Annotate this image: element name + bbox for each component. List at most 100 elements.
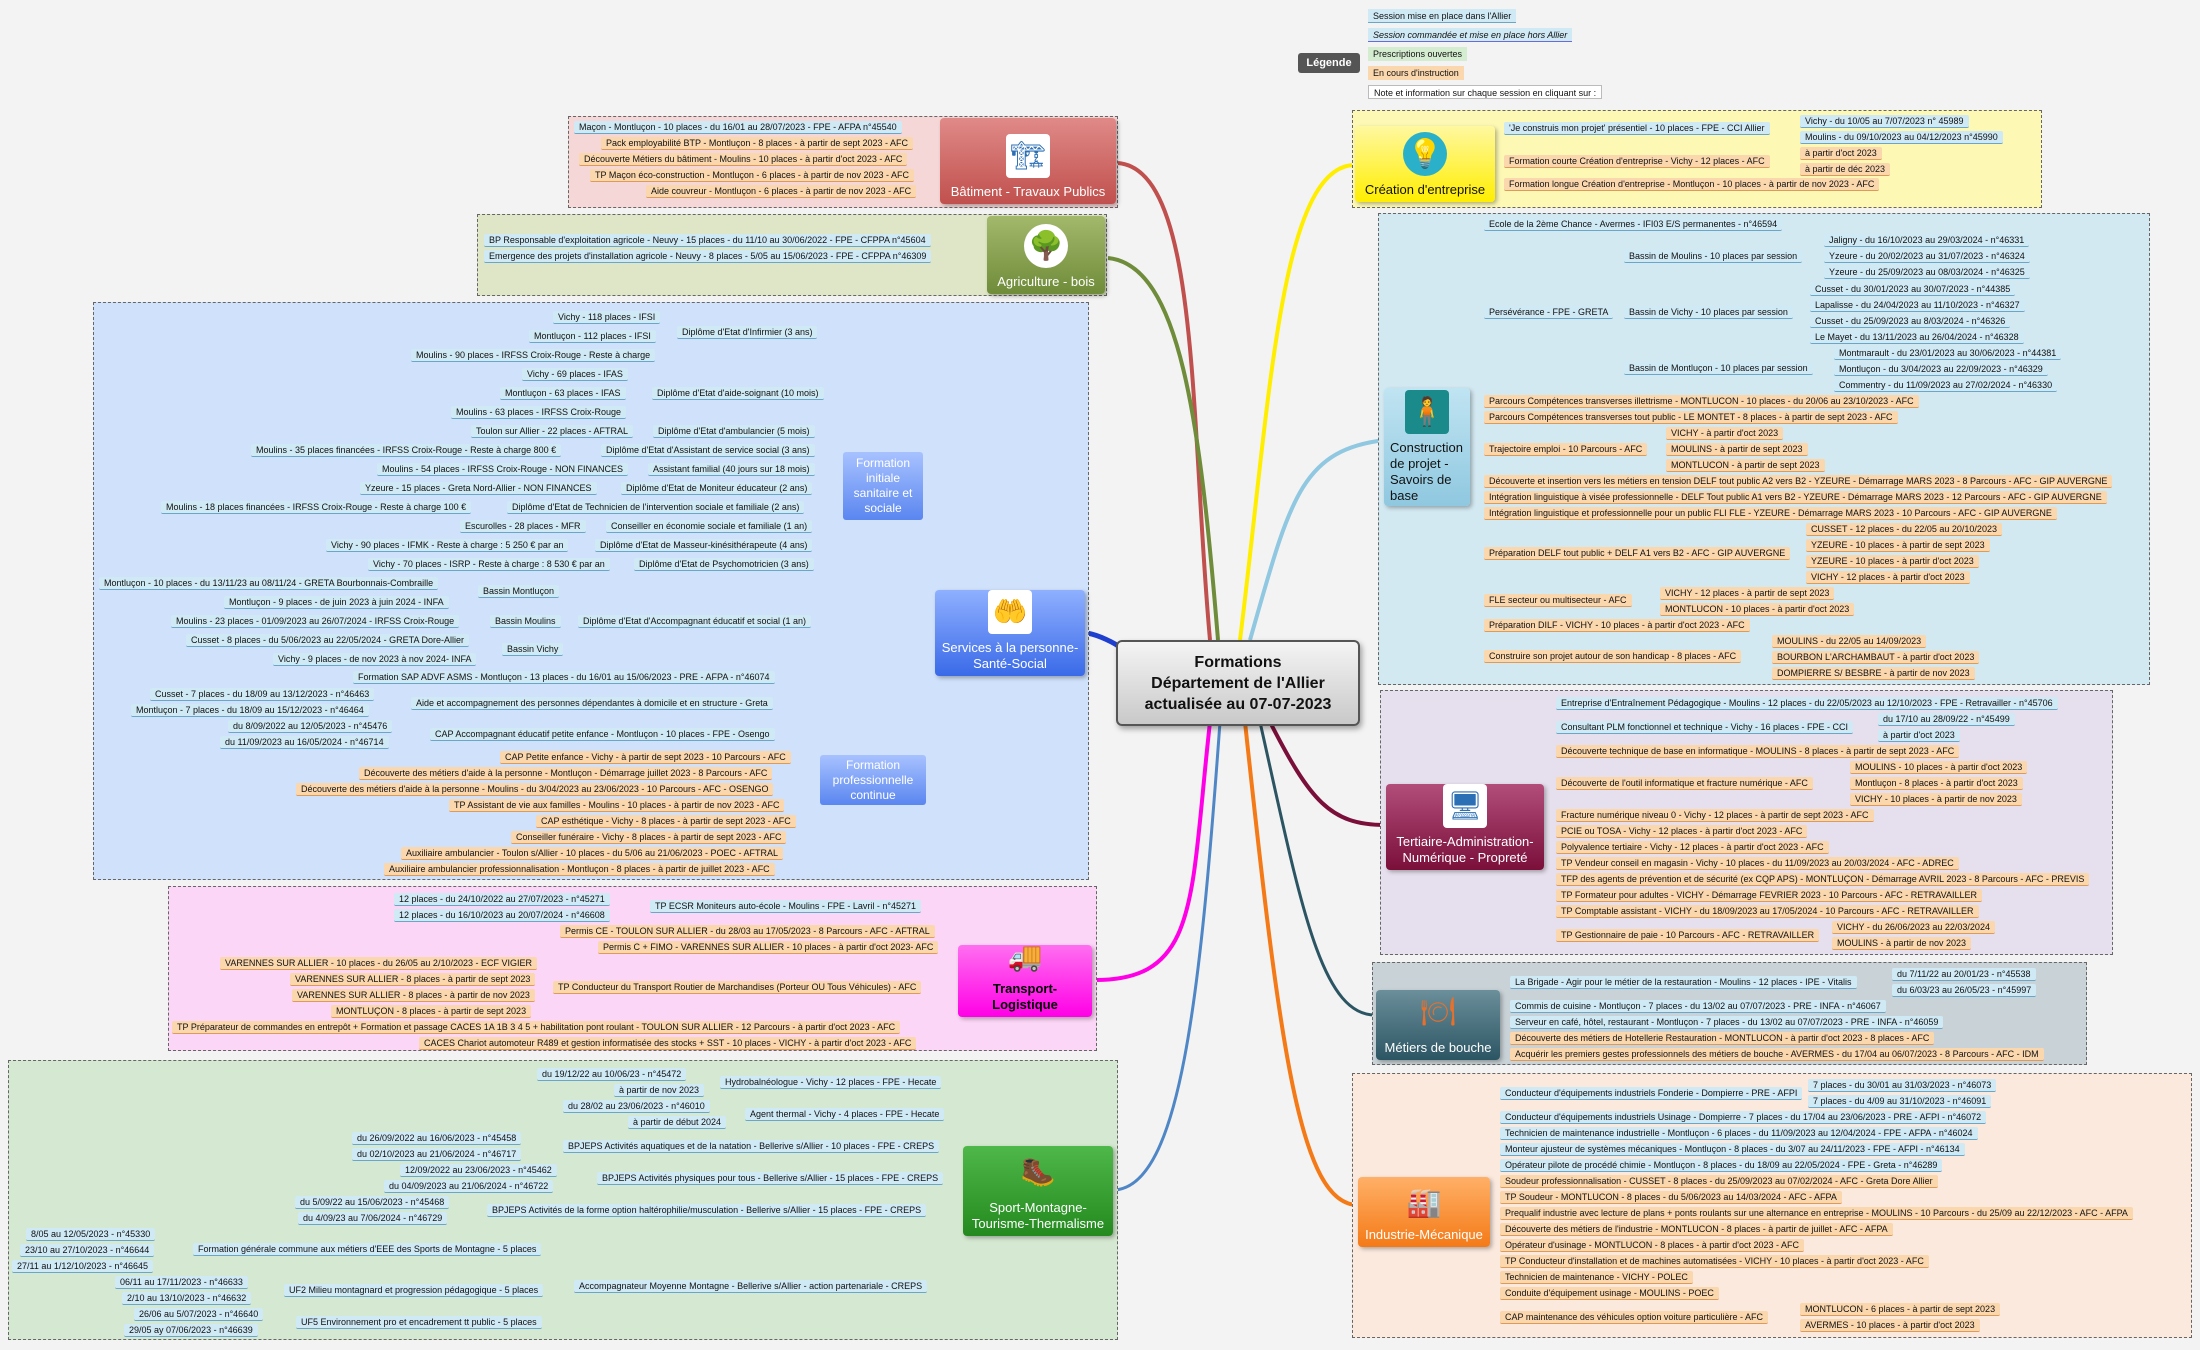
list-item[interactable]: Le Mayet - du 13/11/2023 au 26/04/2024 -… — [1810, 331, 2024, 344]
topic-batiment[interactable]: 🏗 Bâtiment - Travaux Publics — [940, 118, 1116, 204]
list-item[interactable]: Commis de cuisine - Montluçon - 7 places… — [1510, 1000, 1886, 1013]
list-item[interactable]: VARENNES SUR ALLIER - 8 places - à parti… — [292, 989, 535, 1002]
list-item[interactable]: CAP Petite enfance - Vichy - à partir de… — [500, 751, 791, 764]
list-item[interactable]: MOULINS - 10 places - à partir d'oct 202… — [1850, 761, 2028, 774]
list-item[interactable]: BPJEPS Activités aquatiques et de la nat… — [563, 1140, 940, 1153]
list-item[interactable]: Diplôme d'Etat d'ambulancier (5 mois) — [653, 425, 815, 438]
list-item[interactable]: Parcours Compétences transverses illettr… — [1484, 395, 1919, 408]
list-item[interactable]: TFP des agents de prévention et de sécur… — [1556, 873, 2090, 886]
list-item[interactable]: BPJEPS Activités physiques pour tous - B… — [597, 1172, 944, 1185]
list-item[interactable]: Auxiliaire ambulancier - Toulon s/Allier… — [401, 847, 784, 860]
list-item[interactable]: Conducteur d'équipements industriels Fon… — [1500, 1087, 1803, 1100]
topic-services[interactable]: 🤲 Services à la personne-Santé-Social — [935, 590, 1085, 676]
list-item[interactable]: Bassin Montluçon — [478, 585, 560, 598]
list-item[interactable]: 'Je construis mon projet' présentiel - 1… — [1504, 122, 1770, 135]
topic-creation[interactable]: 💡 Création d'entreprise — [1355, 126, 1495, 202]
topic-construction[interactable]: 🧍 Construction de projet - Savoirs de ba… — [1384, 388, 1470, 506]
list-item[interactable]: VICHY - 10 places - à partir de nov 2023 — [1850, 793, 2022, 806]
list-item[interactable]: Soudeur professionnalisation - CUSSET - … — [1500, 1175, 1938, 1188]
list-item[interactable]: Vichy - 9 places - de nov 2023 à nov 202… — [273, 653, 477, 666]
list-item[interactable]: Découverte Métiers du bâtiment - Moulins… — [579, 153, 908, 166]
list-item[interactable]: TP Conducteur d'installation et de machi… — [1500, 1255, 1929, 1268]
list-item[interactable]: TP Comptable assistant - VICHY - du 18/0… — [1556, 905, 1979, 918]
list-item[interactable]: du 02/10/2023 au 21/06/2024 - n°46717 — [352, 1148, 522, 1161]
list-item[interactable]: TP Vendeur conseil en magasin - Vichy - … — [1556, 857, 1959, 870]
list-item[interactable]: MOULINS - à partir de nov 2023 — [1832, 937, 1972, 950]
list-item[interactable]: du 7/11/22 au 20/01/23 - n°45538 — [1892, 968, 2036, 981]
list-item[interactable]: VICHY - 12 places - à partir d'oct 2023 — [1806, 571, 1970, 584]
list-item[interactable]: MONTLUCON - 6 places - à partir de sept … — [1800, 1303, 2001, 1316]
list-item[interactable]: Diplôme d'Etat d'Infirmier (3 ans) — [677, 326, 818, 339]
list-item[interactable]: Découverte des métiers d'aide à la perso… — [296, 783, 774, 796]
list-item[interactable]: VICHY - 12 places - à partir de sept 202… — [1660, 587, 1835, 600]
list-item[interactable]: Yzeure - du 20/02/2023 au 31/07/2023 - n… — [1824, 250, 2030, 263]
topic-bouche[interactable]: 🍽 Métiers de bouche — [1376, 990, 1500, 1060]
list-item[interactable]: MONTLUCON - à partir de sept 2023 — [1666, 459, 1825, 472]
list-item[interactable]: Découverte des métiers de Hotellerie Res… — [1510, 1032, 1935, 1045]
list-item[interactable]: Montluçon - 10 places - du 13/11/23 au 0… — [99, 577, 439, 590]
list-item[interactable]: Persévérance - FPE - GRETA — [1484, 306, 1614, 319]
list-item[interactable]: BOURBON L'ARCHAMBAUT - à partir d'oct 20… — [1772, 651, 1980, 664]
list-item[interactable]: Découverte de l'outil informatique et fr… — [1556, 777, 1813, 790]
list-item[interactable]: Vichy - 118 places - IFSI — [553, 311, 661, 324]
list-item[interactable]: MONTLUÇON - 8 places - à partir de sept … — [331, 1005, 532, 1018]
list-item[interactable]: Intégration linguistique à visée profess… — [1484, 491, 2107, 504]
list-item[interactable]: 12 places - du 24/10/2022 au 27/07/2023 … — [394, 893, 610, 906]
list-item[interactable]: UF2 Milieu montagnard et progression péd… — [284, 1284, 544, 1297]
list-item[interactable]: TP Préparateur de commandes en entrepôt … — [172, 1021, 901, 1034]
list-item[interactable]: 29/05 ay 07/06/2023 - n°46639 — [124, 1324, 258, 1337]
list-item[interactable]: Montluçon - 112 places - IFSI — [529, 330, 656, 343]
list-item[interactable]: TP Gestionnaire de paie - 10 Parcours - … — [1556, 929, 1820, 942]
list-item[interactable]: MOULINS - du 22/05 au 14/09/2023 — [1772, 635, 1927, 648]
list-item[interactable]: Escurolles - 28 places - MFR — [460, 520, 586, 533]
list-item[interactable]: Vichy - 90 places - IFMK - Reste à charg… — [326, 539, 569, 552]
topic-transport[interactable]: 🚚 Transport-Logistique — [958, 943, 1092, 1017]
list-item[interactable]: Technicien de maintenance - VICHY - POLE… — [1500, 1271, 1693, 1284]
list-item[interactable]: Préparation DELF tout public + DELF A1 v… — [1484, 547, 1791, 560]
list-item[interactable]: Parcours Compétences transverses tout pu… — [1484, 411, 1898, 424]
list-item[interactable]: du 6/03/23 au 26/05/23 - n°45997 — [1892, 984, 2037, 997]
list-item[interactable]: Conseiller en économie sociale et famili… — [606, 520, 813, 533]
list-item[interactable]: du 04/09/2023 au 21/06/2024 - n°46722 — [384, 1180, 554, 1193]
list-item[interactable]: 12/09/2022 au 23/06/2023 - n°45462 — [400, 1164, 557, 1177]
list-item[interactable]: du 17/10 au 28/09/22 - n°45499 — [1878, 713, 2015, 726]
list-item[interactable]: 8/05 au 12/05/2023 - n°45330 — [26, 1228, 156, 1241]
list-item[interactable]: Moulins - 90 places - IRFSS Croix-Rouge … — [411, 349, 656, 362]
list-item[interactable]: Fracture numérique niveau 0 - Vichy - 12… — [1556, 809, 1874, 822]
list-item[interactable]: Permis C + FIMO - VARENNES SUR ALLIER - … — [598, 941, 939, 954]
list-item[interactable]: Cusset - du 25/09/2023 au 8/03/2024 - n°… — [1810, 315, 2011, 328]
list-item[interactable]: Entreprise d'Entraînement Pédagogique - … — [1556, 697, 2058, 710]
list-item[interactable]: Intégration linguistique et professionne… — [1484, 507, 2057, 520]
list-item[interactable]: Montmarault - du 23/01/2023 au 30/06/202… — [1834, 347, 2062, 360]
list-item[interactable]: PCIE ou TOSA - Vichy - 12 places - à par… — [1556, 825, 1808, 838]
list-item[interactable]: Montluçon - 8 places - à partir d'oct 20… — [1850, 777, 2023, 790]
list-item[interactable]: Découverte des métiers d'aide à la perso… — [359, 767, 773, 780]
list-item[interactable]: Découverte des métiers de l'industrie - … — [1500, 1223, 1893, 1236]
list-item[interactable]: Diplôme d'Etat d'Accompagnant éducatif e… — [578, 615, 812, 628]
list-item[interactable]: Bassin Moulins — [490, 615, 561, 628]
list-item[interactable]: Moulins - du 09/10/2023 au 04/12/2023 n°… — [1800, 131, 2003, 144]
list-item[interactable]: Découverte et insertion vers les métiers… — [1484, 475, 2113, 488]
topic-tertiaire[interactable]: 🖥 Tertiaire-Administration-Numérique - P… — [1386, 784, 1544, 870]
list-item[interactable]: 2/10 au 13/10/2023 - n°46632 — [122, 1292, 252, 1305]
list-item[interactable]: Commentry - du 11/09/2023 au 27/02/2024 … — [1834, 379, 2058, 392]
list-item[interactable]: 7 places - du 4/09 au 31/10/2023 - n°460… — [1808, 1095, 1992, 1108]
list-item[interactable]: Jaligny - du 16/10/2023 au 29/03/2024 - … — [1824, 234, 2030, 247]
list-item[interactable]: VARENNES SUR ALLIER - 8 places - à parti… — [290, 973, 536, 986]
list-item[interactable]: Ecole de la 2ème Chance - Avermes - IFI0… — [1484, 218, 1783, 231]
list-item[interactable]: du 4/09/23 au 7/06/2024 - n°46729 — [298, 1212, 448, 1225]
list-item[interactable]: 23/10 au 27/10/2023 - n°46644 — [20, 1244, 155, 1257]
list-item[interactable]: TP ECSR Moniteurs auto-école - Moulins -… — [650, 900, 922, 913]
list-item[interactable]: Montluçon - 9 places - de juin 2023 à ju… — [224, 596, 449, 609]
list-item[interactable]: du 11/09/2023 au 16/05/2024 - n°46714 — [220, 736, 389, 749]
list-item[interactable]: du 28/02 au 23/06/2023 - n°46010 — [563, 1100, 710, 1113]
list-item[interactable]: TP Assistant de vie aux familles - Mouli… — [449, 799, 785, 812]
list-item[interactable]: TP Conducteur du Transport Routier de Ma… — [553, 981, 922, 994]
list-item[interactable]: Polyvalence tertiaire - Vichy - 12 place… — [1556, 841, 1829, 854]
list-item[interactable]: Diplôme d'Etat de Masseur-kinésithérapeu… — [595, 539, 813, 552]
list-item[interactable]: Conduite d'équipement usinage - MOULINS … — [1500, 1287, 1719, 1300]
list-item[interactable]: Prequalif industrie avec lecture de plan… — [1500, 1207, 2133, 1220]
list-item[interactable]: CAP esthétique - Vichy - 8 places - à pa… — [536, 815, 796, 828]
list-item[interactable]: Diplôme d'Etat de Psychomotricien (3 ans… — [634, 558, 814, 571]
list-item[interactable]: Montluçon - 7 places - du 18/09 au 15/12… — [131, 704, 369, 717]
